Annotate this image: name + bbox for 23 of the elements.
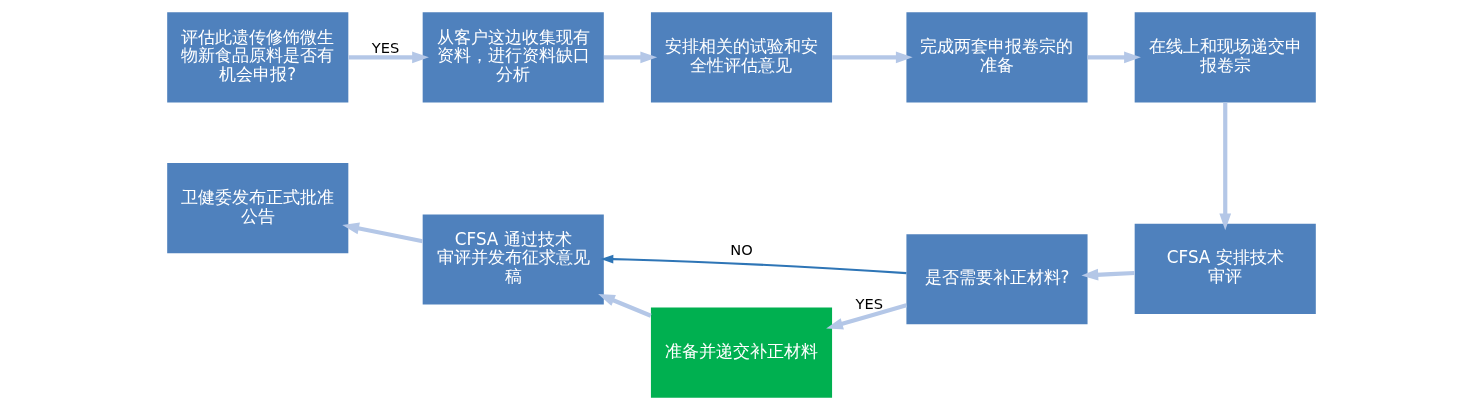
node-box: 卫健委发布正式批准公告 (166, 163, 348, 254)
arrow (603, 51, 657, 64)
node-box: 准备并递交补正材料 (650, 307, 832, 398)
arrow (1087, 51, 1141, 64)
edge-label: NO (729, 241, 753, 259)
node-box: 安排相关的试验和安全性评估意见 (650, 12, 832, 103)
arrow (831, 51, 913, 64)
node-box: 在线上和现场递交申报卷宗 (1134, 12, 1316, 103)
node-box: CFSA 通过技术审评并发布征求意见稿 (422, 214, 604, 305)
arrow (348, 51, 429, 64)
arrow (1218, 102, 1231, 231)
node-box: CFSA 安排技术审评 (1134, 223, 1316, 314)
node-box: 评估此遗传修饰微生物新食品原料是否有机会申报? (166, 12, 348, 103)
node-box: 从客户这边收集现有资料，进行资料缺口分析 (422, 12, 604, 103)
node-box: 是否需要补正材料? (905, 234, 1088, 325)
arrow (825, 303, 907, 330)
edge-label: YES (854, 294, 883, 312)
arrow (600, 254, 906, 275)
edge-label: YES (371, 39, 399, 57)
node-box: 完成两套申报卷宗的准备 (905, 12, 1088, 103)
arrow (341, 222, 423, 244)
arrow (1080, 268, 1135, 281)
arrow (597, 294, 652, 318)
